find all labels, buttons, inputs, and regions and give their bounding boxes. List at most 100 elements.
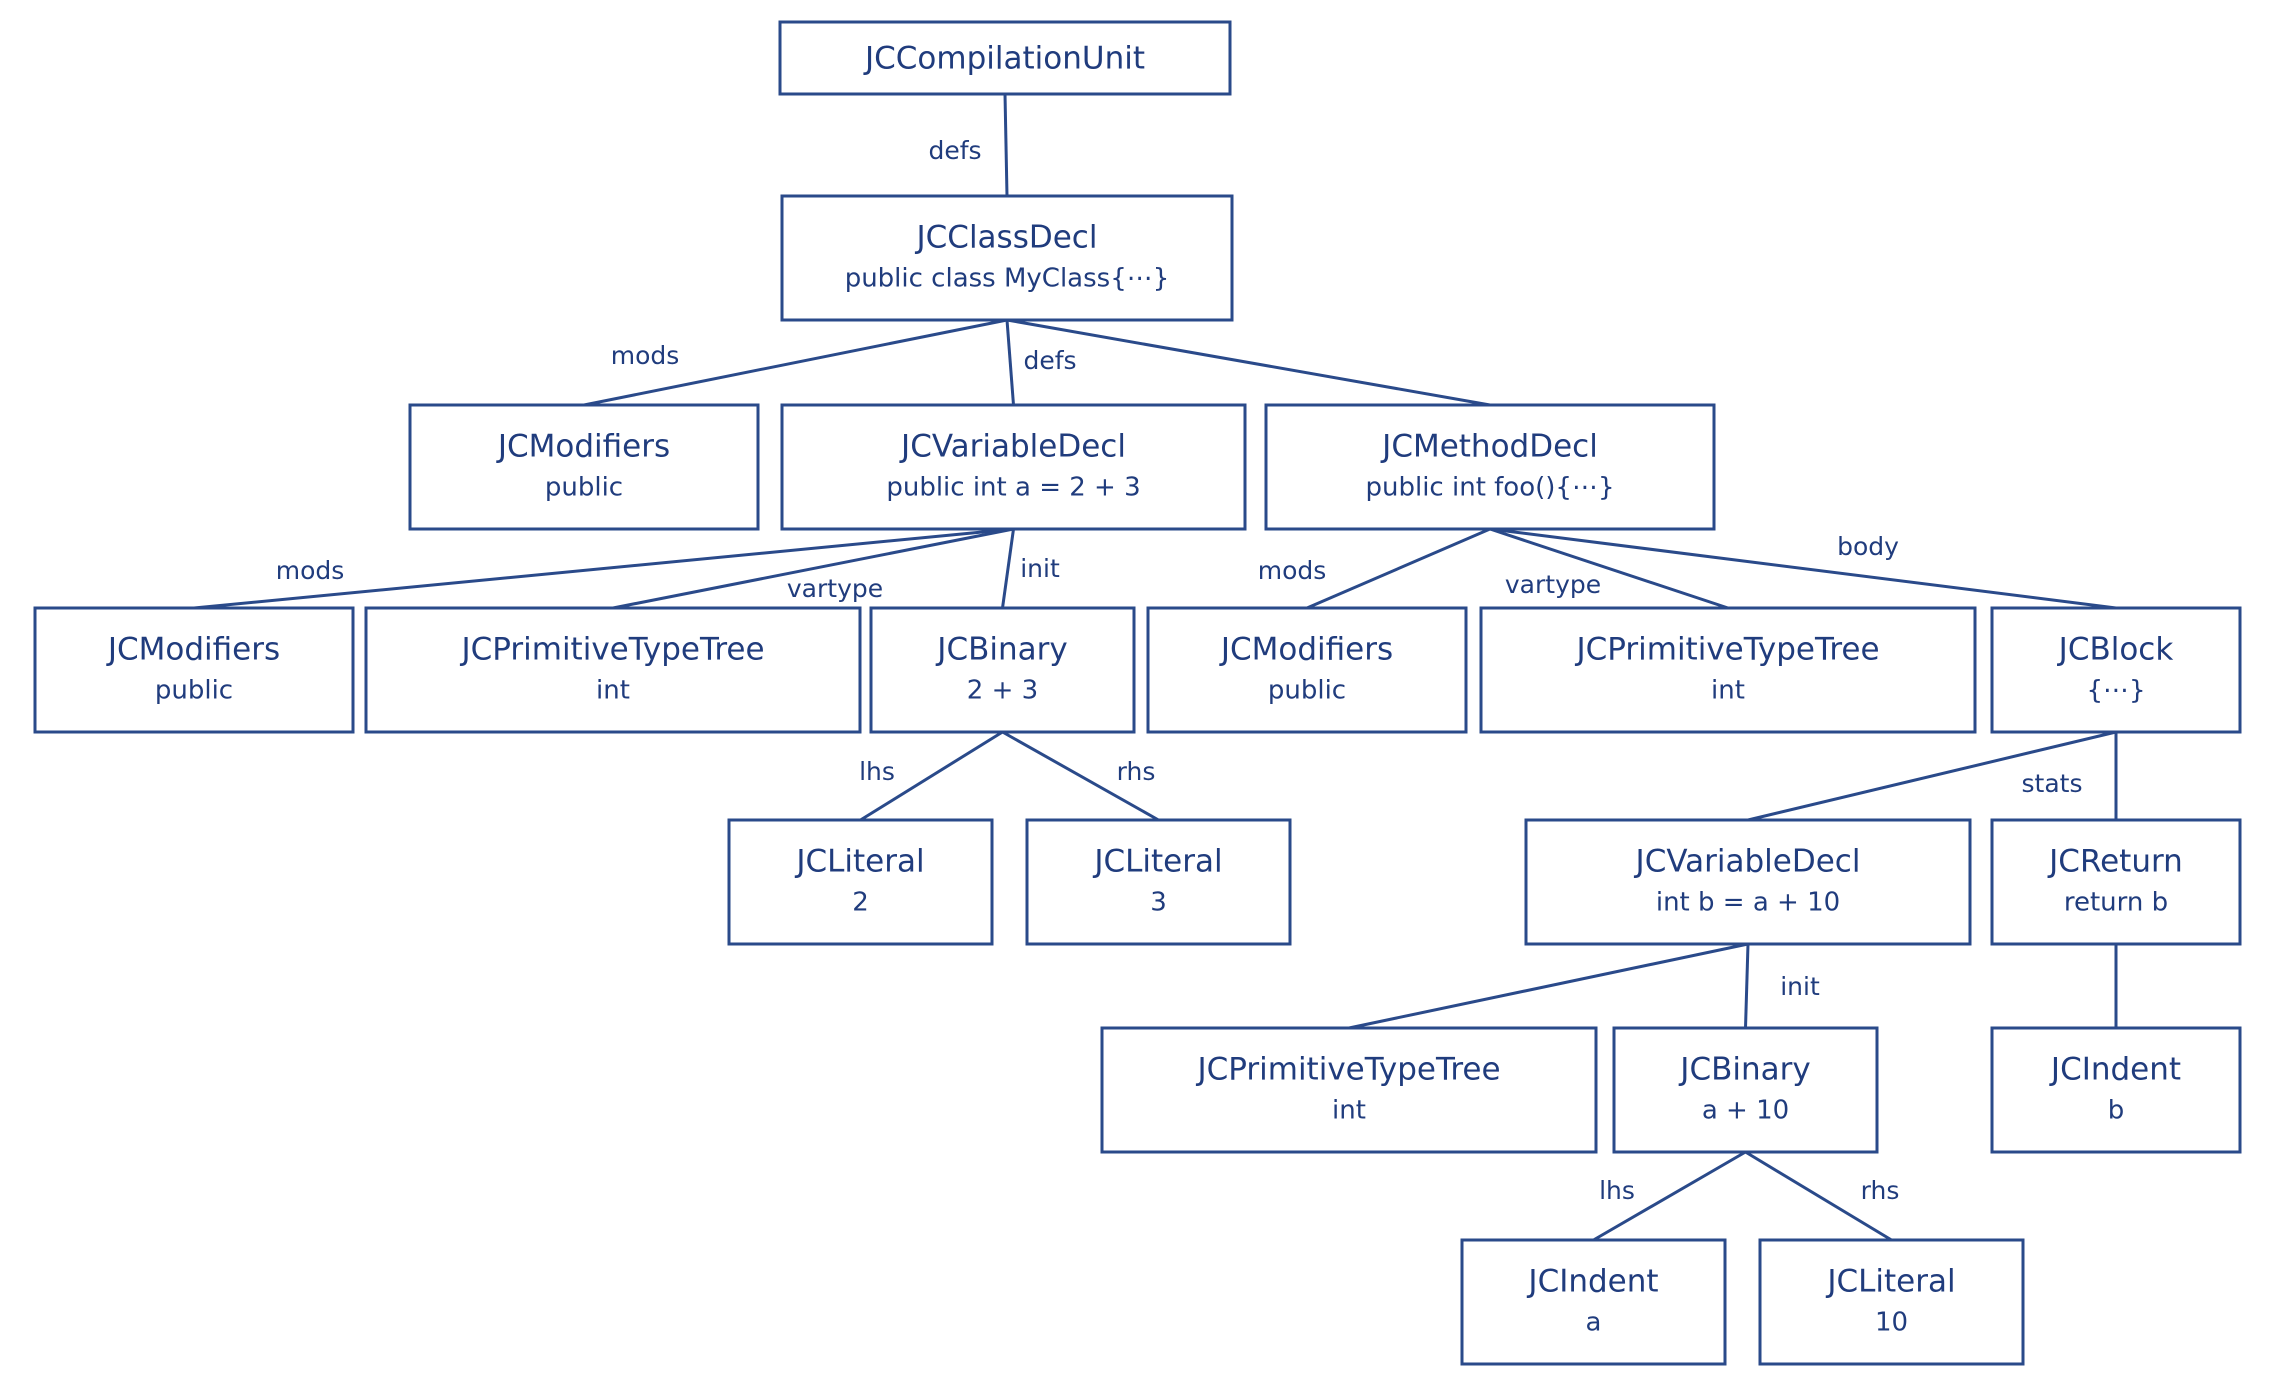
node-sub-indentA: a xyxy=(1586,1308,1602,1338)
edge-varDeclB-to-varTypeB xyxy=(1348,942,1749,1030)
node-sub-classDecl: public class MyClass{⋯} xyxy=(845,264,1170,294)
node-sub-returnB: return b xyxy=(2064,888,2168,918)
node-compilationUnit[interactable]: JCCompilationUnit xyxy=(778,20,1232,96)
node-box-methodDecl[interactable] xyxy=(1264,403,1716,531)
edge-label-rhs-18: rhs xyxy=(1861,1176,1900,1205)
edge-methodDecl-to-methodMods xyxy=(1306,527,1491,610)
node-box-indentA[interactable] xyxy=(1460,1238,1727,1366)
edge-label-rhs-11: rhs xyxy=(1117,757,1156,786)
node-indentA[interactable]: JCIndent a xyxy=(1460,1238,1727,1366)
node-title-methodType: JCPrimitiveTypeTree xyxy=(1574,632,1879,668)
node-box-varMods[interactable] xyxy=(33,606,355,734)
edge-classDecl-to-varDeclA xyxy=(1005,319,1015,406)
edge-compilationUnit-to-classDecl xyxy=(1003,93,1009,197)
node-box-literal10[interactable] xyxy=(1758,1238,2025,1366)
node-title-varDeclA: JCVariableDecl xyxy=(899,429,1126,465)
node-box-indentB[interactable] xyxy=(1990,1026,2242,1154)
node-block[interactable]: JCBlock{⋯} xyxy=(1990,606,2242,734)
node-sub-binaryA10: a + 10 xyxy=(1702,1096,1789,1126)
edge-classDecl-to-methodDecl xyxy=(1006,318,1491,407)
node-title-indentA: JCIndent xyxy=(1526,1264,1658,1300)
edge-block-to-varDeclB xyxy=(1747,730,2117,822)
edge-methodDecl-to-methodType xyxy=(1489,527,1729,610)
edge-label-body-9: body xyxy=(1837,532,1899,561)
node-box-returnB[interactable] xyxy=(1990,818,2242,946)
node-title-varType: JCPrimitiveTypeTree xyxy=(459,632,764,668)
node-sub-methodType: int xyxy=(1711,676,1745,706)
node-box-methodType[interactable] xyxy=(1479,606,1977,734)
edge-label-defs-2: defs xyxy=(1023,346,1076,375)
edge-classDecl-to-classMods xyxy=(583,318,1008,407)
node-box-literal3[interactable] xyxy=(1025,818,1292,946)
node-sub-literal10: 10 xyxy=(1875,1308,1908,1338)
node-box-methodMods[interactable] xyxy=(1146,606,1468,734)
node-box-varDeclA[interactable] xyxy=(780,403,1247,531)
node-title-methodMods: JCModifiers xyxy=(1219,632,1393,668)
node-sub-indentB: b xyxy=(2108,1096,2125,1126)
node-sub-literal3: 3 xyxy=(1150,888,1167,918)
node-box-varType[interactable] xyxy=(364,606,862,734)
edges-layer xyxy=(193,93,2118,1242)
node-title-literal10: JCLiteral xyxy=(1825,1264,1955,1300)
node-title-binaryA10: JCBinary xyxy=(1678,1052,1810,1088)
edge-label-defs-0: defs xyxy=(928,136,981,165)
node-varMods[interactable]: JCModifiers public xyxy=(33,606,355,734)
node-title-varMods: JCModifiers xyxy=(106,632,280,668)
node-box-classDecl[interactable] xyxy=(780,194,1234,322)
node-methodMods[interactable]: JCModifiers public xyxy=(1146,606,1468,734)
edge-label-mods-7: mods xyxy=(1258,556,1327,585)
edge-label-init-15: init xyxy=(1780,972,1820,1001)
node-binaryA10[interactable]: JCBinary a + 10 xyxy=(1612,1026,1879,1154)
node-title-literal2: JCLiteral xyxy=(794,844,924,880)
node-box-varDeclB[interactable] xyxy=(1524,818,1972,946)
edge-label-vartype-5: vartype xyxy=(787,574,883,603)
node-sub-varMods: public xyxy=(155,676,233,706)
edge-methodDecl-to-block xyxy=(1489,527,2117,610)
node-box-binaryA10[interactable] xyxy=(1612,1026,1879,1154)
node-title-varTypeB: JCPrimitiveTypeTree xyxy=(1195,1052,1500,1088)
node-methodType[interactable]: JCPrimitiveTypeTree int xyxy=(1479,606,1977,734)
node-sub-block: {⋯} xyxy=(2086,676,2145,706)
node-sub-varType: int xyxy=(596,676,630,706)
node-box-block[interactable] xyxy=(1990,606,2242,734)
node-literal2[interactable]: JCLiteral 2 xyxy=(727,818,994,946)
node-binary23[interactable]: JCBinary 2 + 3 xyxy=(869,606,1136,734)
edge-label-lhs-10: lhs xyxy=(859,757,895,786)
node-box-compilationUnit[interactable] xyxy=(778,20,1232,96)
edge-label-stats-13: stats xyxy=(2022,769,2083,798)
node-returnB[interactable]: JCReturn return b xyxy=(1990,818,2242,946)
edge-label-lhs-17: lhs xyxy=(1599,1176,1635,1205)
node-title-varDeclB: JCVariableDecl xyxy=(1634,844,1861,880)
edge-label-mods-4: mods xyxy=(276,556,345,585)
edge-binary23-to-literal2 xyxy=(859,730,1004,822)
node-sub-methodMods: public xyxy=(1268,676,1346,706)
edge-varDeclA-to-binary23 xyxy=(1001,528,1015,609)
node-box-varTypeB[interactable] xyxy=(1100,1026,1598,1154)
edge-binaryA10-to-indentA xyxy=(1592,1150,1747,1242)
edge-varDeclA-to-varType xyxy=(612,527,1014,610)
node-sub-literal2: 2 xyxy=(852,888,869,918)
node-box-classMods[interactable] xyxy=(408,403,760,531)
node-box-binary23[interactable] xyxy=(869,606,1136,734)
node-box-literal2[interactable] xyxy=(727,818,994,946)
node-varType[interactable]: JCPrimitiveTypeTree int xyxy=(364,606,862,734)
node-sub-binary23: 2 + 3 xyxy=(967,676,1038,706)
node-title-returnB: JCReturn xyxy=(2047,844,2183,880)
node-title-binary23: JCBinary xyxy=(935,632,1067,668)
edge-label-vartype-8: vartype xyxy=(1505,570,1601,599)
edge-label-init-6: init xyxy=(1020,554,1060,583)
node-title-compilationUnit: JCCompilationUnit xyxy=(863,41,1145,77)
edge-binaryA10-to-literal10 xyxy=(1744,1150,1893,1242)
node-literal10[interactable]: JCLiteral 10 xyxy=(1758,1238,2025,1366)
